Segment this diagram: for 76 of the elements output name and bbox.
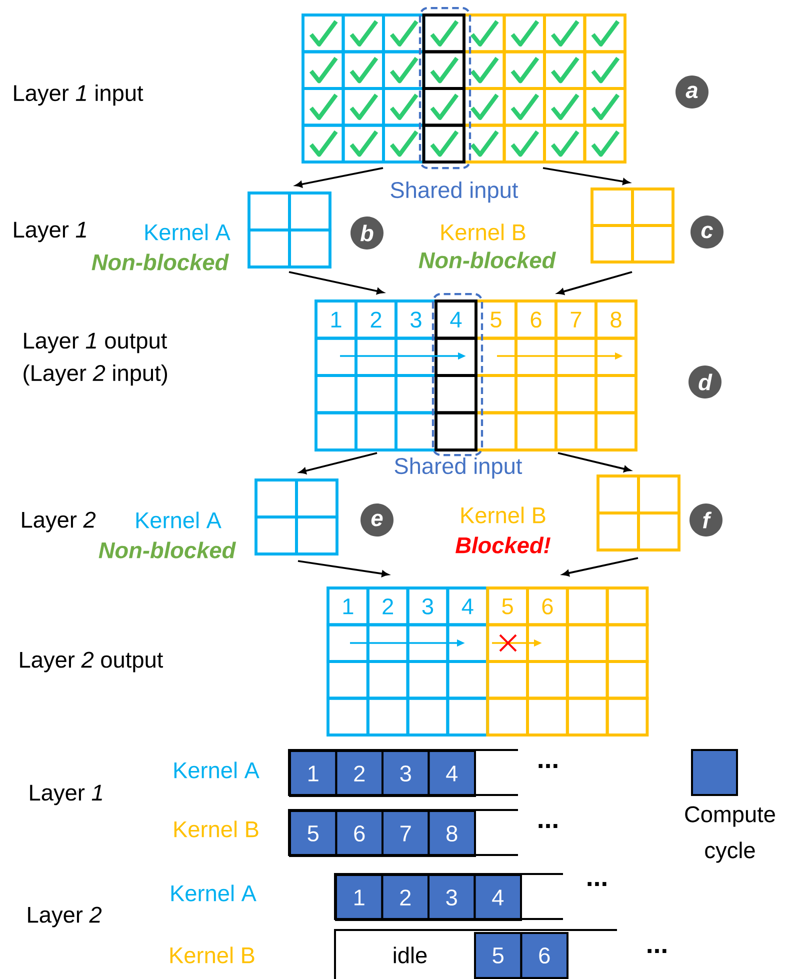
compute-cell: 5 [474,932,522,979]
kernel-grid [590,188,674,264]
cell-number: 3 [410,312,422,328]
status-text: Non-blocked [92,254,230,270]
arrow [562,557,638,576]
legend-label: Compute cycle [685,806,775,863]
status-text: Non-blocked [418,252,556,268]
cell-number: 4 [450,312,462,328]
label-text: Kernel B [441,224,526,240]
cell-number: 5 [502,598,513,614]
compute-cell: 4 [428,750,476,797]
label-text: Layer 2 output [20,652,163,672]
arrow [298,560,389,577]
cell-number: 3 [422,598,434,614]
status-text: Blocked! [456,536,550,554]
label-text: Kernel B [461,506,546,524]
compute-cell: 5 [289,810,338,857]
ellipsis: ... [538,824,558,828]
ellipsis: ... [648,949,666,953]
cell-number: 6 [542,598,553,614]
letter-badge: b [350,216,384,250]
letter-badge: a [676,76,708,108]
label-text: Layer 2 [28,906,102,928]
letter-badge: d [688,366,722,398]
label-text: Kernel A [136,512,222,528]
cell-number: 2 [382,598,393,614]
kernel-grid [248,192,332,268]
cell-number: 6 [530,312,542,328]
label-text: Layer 1 [30,784,102,806]
compute-cell: 2 [381,874,430,921]
cell-number: 7 [570,312,582,328]
output-grid [326,586,649,736]
label-text: Layer 1 input [14,84,144,106]
letter-badge: c [690,216,724,248]
label-text: (Layer 2 input) [24,364,167,386]
cell-number: 1 [331,312,342,328]
cell-number: 5 [490,312,502,328]
label-text: Kernel A [171,884,256,902]
arrow [557,271,632,295]
kernel-grid [254,478,338,556]
status-text: Non-blocked [98,542,236,558]
cell-number: 2 [370,312,382,328]
compute-cell: 1 [289,750,338,797]
compute-cell: 3 [382,750,430,797]
input-grid [302,14,626,164]
cell-number: 4 [462,598,474,614]
compute-cell: 8 [428,810,476,857]
letter-badge: e [360,504,394,536]
compute-cell: 7 [382,810,430,857]
label-text: Shared input [390,181,518,203]
arrow [299,452,378,474]
label-text: Kernel B [170,946,254,964]
compute-cell: 3 [428,874,476,921]
arrow [288,271,384,294]
label-text: Layer 1 output [24,332,167,354]
label-text: Shared input [394,457,522,479]
cell-number: 1 [343,598,354,614]
compute-cell: 6 [520,932,568,979]
arrow [558,452,631,472]
arrow [295,167,384,188]
compute-cell: 6 [335,810,384,857]
kernel-grid [596,474,680,552]
cell-number: 8 [610,312,622,328]
arrow [542,167,630,185]
compute-cell: 1 [335,874,384,921]
letter-badge: f [690,504,722,536]
compute-cell: 2 [335,750,384,797]
label-text: Kernel B [174,820,258,838]
label-text: Layer 1 [14,222,86,242]
ellipsis: ... [588,882,606,886]
ellipsis: ... [538,764,558,768]
label-text: idle [394,946,427,964]
label-text: Kernel A [174,762,260,778]
output-grid [314,300,638,452]
label-text: Layer 2 [22,512,96,532]
compute-cell: 4 [474,874,522,921]
